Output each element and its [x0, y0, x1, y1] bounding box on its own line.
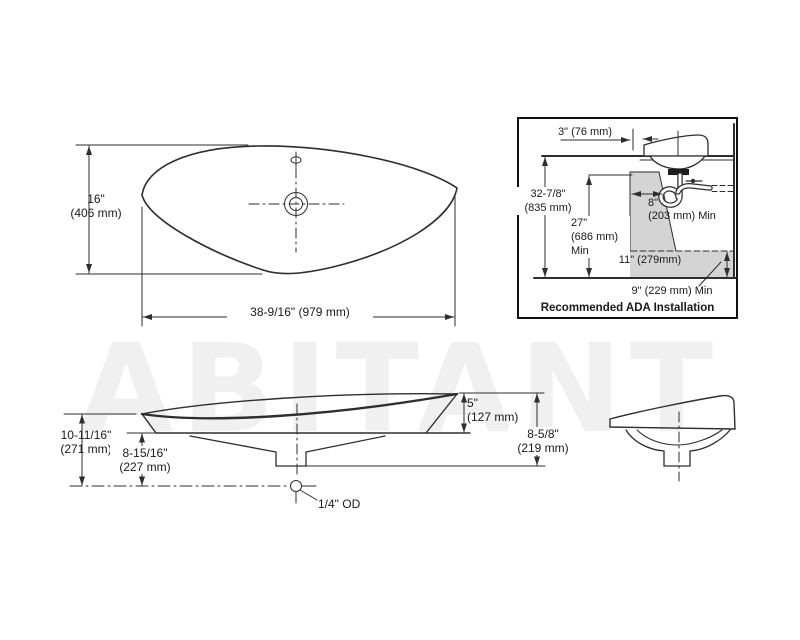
end-bowl-outer [625, 429, 731, 467]
rim-top-edge [141, 393, 458, 415]
front-rim-height-label: 5" (127 mm) [467, 396, 531, 424]
ada-sink-profile [643, 134, 709, 157]
ada-knee-depth-in-label: 8" [647, 197, 659, 209]
dim-in: 10-11/16" [60, 428, 112, 442]
p-trap [658, 172, 734, 208]
top-view-width-label: 38-9/16" (979 mm) [227, 305, 373, 319]
ada-toe-height-label: 9" (229 mm) Min [631, 285, 713, 297]
front-right-height-label: 8-5/8" (219 mm) [508, 427, 578, 455]
ada-rim-height-label: 32-7/8" (835 mm) [515, 187, 581, 215]
dim-in: 8-5/8" [527, 427, 559, 441]
sink-rim-outline [141, 145, 458, 275]
drain-centerline [69, 403, 318, 504]
ada-knee-height-label: 27" (686 mm) Min [570, 216, 630, 258]
drain-od-label: 1/4" OD [318, 497, 361, 511]
watermark-text: ABITANT [78, 318, 722, 460]
dim-in: 8-15/16" [122, 446, 168, 460]
rim-front-edge [140, 392, 459, 420]
dim-mm: (219 mm) [517, 441, 569, 455]
toe-clearance-shading [630, 251, 734, 278]
end-bowl-inner [636, 429, 723, 446]
dim-min: Min [571, 245, 589, 257]
dim-mm: (406 mm) [70, 206, 122, 220]
drain-leader-line [299, 489, 318, 501]
top-view-height-label: 16" (406 mm) [60, 192, 132, 220]
ada-box-border [517, 117, 738, 319]
toe-height-leader [698, 261, 722, 287]
front-overall-height-label: 10-11/16" (271 mm) [48, 428, 124, 456]
ada-knee-depth-mm-label: (203 mm) Min [648, 210, 716, 222]
supply-valve [685, 178, 703, 184]
dim-in: 27" [571, 217, 588, 229]
dim-in: 5" [467, 396, 478, 410]
body-sides-and-base [141, 393, 471, 434]
dim-mm: (271 mm) [60, 442, 112, 456]
end-view-drawing [609, 394, 736, 482]
ada-sink-bowl [648, 155, 707, 170]
faucet-hole [248, 151, 345, 253]
ada-installation-diagram [517, 117, 738, 319]
dim-in: 32-7/8" [530, 188, 566, 200]
front-inner-height-label: 8-15/16" (227 mm) [110, 446, 180, 474]
ada-title: Recommended ADA Installation [540, 302, 715, 314]
dim-in: 16" [87, 192, 105, 206]
underside-and-drain-stub [189, 435, 386, 467]
dim-mm: (127 mm) [467, 410, 519, 424]
drain-flange [668, 169, 689, 175]
dim-mm: (686 mm) [571, 231, 619, 243]
ada-toe-depth-label: 11" (279mm) [618, 254, 682, 266]
ada-faucet-offset-label: 3" (76 mm) [557, 126, 613, 138]
front-view-drawing [63, 392, 546, 504]
end-profile-outline [609, 394, 736, 430]
height-dimension-lines [75, 144, 263, 275]
knee-clearance-outline [629, 171, 677, 252]
top-view-drawing [75, 144, 458, 327]
dim-mm: (835 mm) [524, 202, 572, 214]
dim-mm: (227 mm) [119, 460, 171, 474]
